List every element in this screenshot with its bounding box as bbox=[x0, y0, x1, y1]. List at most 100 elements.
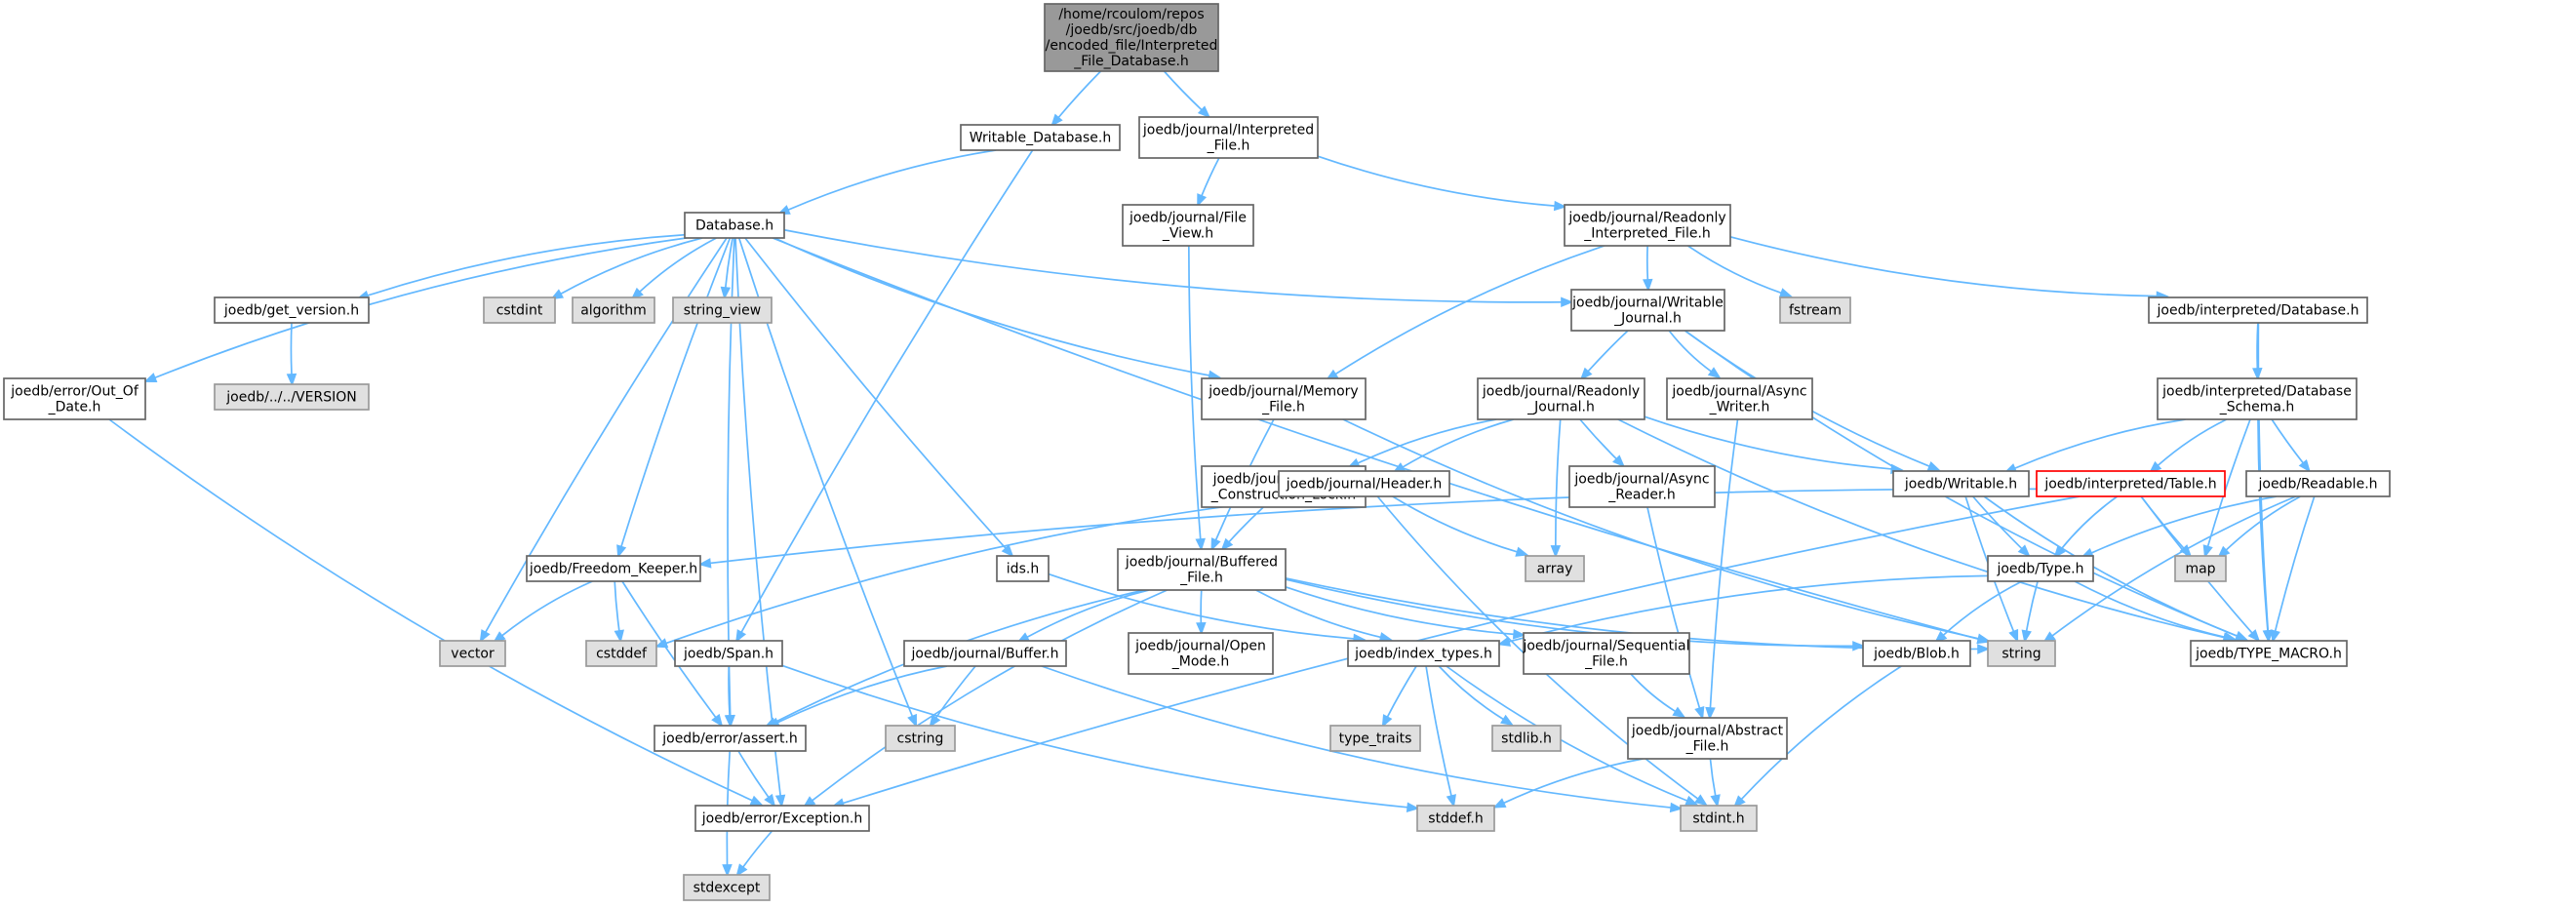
node-label-line: joedb/journal/Async bbox=[1671, 384, 1806, 400]
node-memory-file[interactable]: joedb/journal/Memory_File.h bbox=[1201, 377, 1367, 420]
node-box bbox=[1525, 555, 1585, 582]
edge-exception-to-stdexcept bbox=[735, 830, 773, 878]
node-header[interactable]: joedb/journal/Header.h bbox=[1278, 470, 1450, 497]
node-interp-database[interactable]: joedb/interpreted/Database.h bbox=[2148, 296, 2368, 324]
edge-arrowhead bbox=[907, 713, 917, 728]
node-readable[interactable]: joedb/Readable.h bbox=[2245, 470, 2391, 497]
node-label-line: string bbox=[2001, 647, 2041, 662]
node-label-line: joedb/journal/Writable bbox=[1571, 296, 1724, 311]
node-buffered-file[interactable]: joedb/journal/Buffered_File.h bbox=[1117, 548, 1287, 591]
node-box bbox=[1892, 470, 2030, 497]
edge-buffered_file-to-sequential_file bbox=[1285, 586, 1526, 640]
node-label-line: joedb/journal/Buffered bbox=[1125, 555, 1278, 571]
node-box bbox=[1128, 632, 1274, 675]
edge-arrowhead bbox=[479, 629, 491, 644]
node-type[interactable]: joedb/Type.h bbox=[1987, 555, 2094, 582]
edge-arrowhead bbox=[616, 544, 627, 559]
node-freedom-keeper[interactable]: joedb/Freedom_Keeper.h bbox=[526, 555, 701, 582]
node-label-line: cstring bbox=[897, 731, 944, 747]
edge-type-to-type_macro bbox=[2074, 580, 2238, 643]
node-label-line: stdlib.h bbox=[1501, 731, 1552, 747]
edge-line bbox=[621, 580, 717, 719]
edge-arrowhead bbox=[711, 713, 724, 728]
edge-line bbox=[2206, 418, 2251, 547]
node-buffer[interactable]: joedb/journal/Buffer.h bbox=[903, 640, 1067, 667]
node-database-schema[interactable]: joedb/interpreted/Database_Schema.h bbox=[2157, 377, 2358, 420]
node-type-macro[interactable]: joedb/TYPE_MACRO.h bbox=[2190, 640, 2348, 667]
node-label-line: array bbox=[1537, 562, 1573, 577]
node-box bbox=[2036, 470, 2226, 497]
node-get-version[interactable]: joedb/get_version.h bbox=[214, 296, 370, 324]
node-abstract-file[interactable]: joedb/journal/Abstract_File.h bbox=[1627, 717, 1788, 760]
node-label-line: joedb/journal/Abstract bbox=[1631, 724, 1784, 739]
edge-readable-to-map bbox=[2217, 495, 2301, 559]
node-box bbox=[1201, 377, 1367, 420]
edge-buffered_file-to-open_mode bbox=[1196, 589, 1207, 636]
node-label-line: map bbox=[2185, 562, 2215, 577]
edge-arrowhead bbox=[764, 793, 776, 808]
node-async-reader[interactable]: joedb/journal/Async_Reader.h bbox=[1568, 465, 1716, 508]
node-ids[interactable]: ids.h bbox=[996, 555, 1050, 582]
edge-async_writer-to-abstract_file bbox=[1705, 418, 1739, 721]
node-box bbox=[674, 640, 783, 667]
edge-index_types-to-stdlib bbox=[1438, 665, 1514, 727]
edge-database_schema-to-table bbox=[2148, 418, 2228, 474]
edge-line bbox=[108, 418, 753, 802]
node-database[interactable]: Database.h bbox=[684, 212, 785, 239]
node-async-writer[interactable]: joedb/journal/Async_Writer.h bbox=[1666, 377, 1813, 420]
node-blob[interactable]: joedb/Blob.h bbox=[1862, 640, 1971, 667]
edge-line bbox=[1579, 418, 1617, 460]
node-box bbox=[2245, 470, 2391, 497]
node-box bbox=[996, 555, 1050, 582]
edge-line bbox=[1645, 245, 1649, 281]
edge-line bbox=[2257, 418, 2269, 632]
node-writable-database[interactable]: Writable_Database.h bbox=[960, 124, 1121, 151]
node-label-line: fstream bbox=[1789, 303, 1842, 319]
edge-assert-to-exception bbox=[737, 750, 776, 808]
edge-line bbox=[2274, 495, 2316, 632]
node-assert[interactable]: joedb/error/assert.h bbox=[654, 725, 807, 752]
node-exception[interactable]: joedb/error/Exception.h bbox=[694, 805, 870, 832]
node-file-view[interactable]: joedb/journal/File_View.h bbox=[1122, 204, 1254, 247]
node-writable[interactable]: joedb/Writable.h bbox=[1892, 470, 2030, 497]
node-box bbox=[2174, 555, 2227, 582]
edge-arrowhead bbox=[697, 558, 712, 569]
node-span[interactable]: joedb/Span.h bbox=[674, 640, 783, 667]
node-readonly-journal[interactable]: joedb/journal/Readonly_Journal.h bbox=[1477, 377, 1645, 420]
node-out-of-date[interactable]: joedb/error/Out_Of_Date.h bbox=[3, 377, 146, 420]
node-stddef: stddef.h bbox=[1416, 805, 1495, 832]
edge-arrowhead bbox=[1195, 537, 1206, 552]
edge-line bbox=[2014, 418, 2186, 470]
edge-line bbox=[724, 237, 733, 289]
edge-line bbox=[2157, 418, 2228, 467]
node-box bbox=[1347, 640, 1500, 667]
edge-arrowhead bbox=[1672, 706, 1686, 719]
node-label-line: _File.h bbox=[1685, 739, 1729, 755]
node-sequential-file[interactable]: joedb/journal/Sequential_File.h bbox=[1522, 632, 1690, 675]
node-interpreted-file[interactable]: joedb/journal/Interpreted_File.h bbox=[1138, 116, 1319, 159]
edge-line bbox=[560, 237, 703, 296]
node-readonly-interpreted-file[interactable]: joedb/journal/Readonly_Interpreted_File.… bbox=[1564, 204, 1731, 247]
edge-root-to-writable_database bbox=[1050, 70, 1102, 128]
edge-line bbox=[1285, 586, 1515, 636]
node-label-line: joedb/Freedom_Keeper.h bbox=[529, 562, 697, 577]
node-open-mode[interactable]: joedb/journal/Open_Mode.h bbox=[1128, 632, 1274, 675]
node-label-line: stdint.h bbox=[1692, 811, 1744, 827]
edge-buffer-to-cstring bbox=[929, 665, 976, 729]
node-writable-journal[interactable]: joedb/journal/Writable_Journal.h bbox=[1570, 289, 1725, 332]
node-table[interactable]: joedb/interpreted/Table.h bbox=[2036, 470, 2226, 497]
edge-arrowhead bbox=[1977, 644, 1991, 654]
edge-arrowhead bbox=[1381, 714, 1393, 729]
node-label-line: _Interpreted_File.h bbox=[1583, 226, 1711, 242]
edge-arrowhead bbox=[1732, 795, 1746, 809]
edge-line bbox=[728, 665, 731, 717]
node-label-line: joedb/journal/Buffer.h bbox=[911, 647, 1059, 662]
edge-line bbox=[1508, 574, 1989, 643]
edge-abstract_file-to-stdint bbox=[1709, 758, 1721, 809]
edge-span-to-stddef bbox=[781, 664, 1420, 812]
node-box bbox=[683, 874, 771, 901]
node-box bbox=[214, 296, 370, 324]
node-box bbox=[1627, 717, 1788, 760]
edge-line bbox=[1163, 70, 1203, 111]
node-index-types[interactable]: joedb/index_types.h bbox=[1347, 640, 1500, 667]
